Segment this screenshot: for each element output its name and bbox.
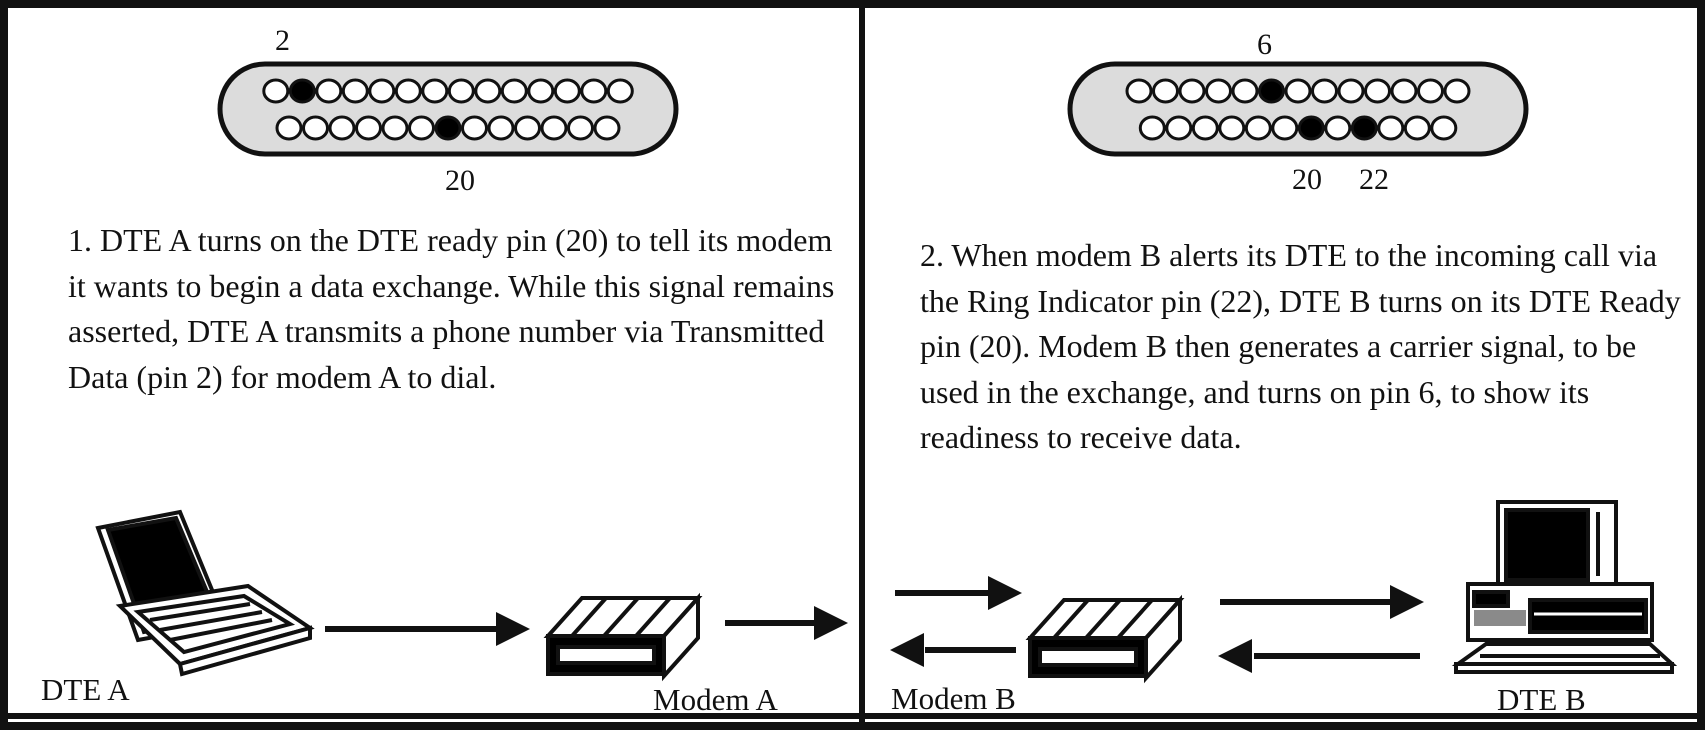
pin xyxy=(580,78,608,104)
connector-pin-label-top: 2 xyxy=(275,24,290,57)
pin xyxy=(408,115,435,141)
step-2-description: 2. When modem B alerts its DTE to the in… xyxy=(920,237,1681,455)
modem-label: Modem A xyxy=(653,682,778,717)
pin xyxy=(474,78,502,104)
terminal-label: DTE B xyxy=(1497,682,1586,717)
arrow-modem-a-out xyxy=(725,606,848,640)
arrow-incoming-to-modem-b xyxy=(895,576,1022,610)
pin xyxy=(302,115,329,141)
pin xyxy=(1403,115,1431,141)
db25-connector-left xyxy=(217,61,679,157)
pin xyxy=(1284,78,1312,104)
laptop-icon xyxy=(95,509,315,677)
pin xyxy=(500,78,528,104)
pin xyxy=(1218,115,1246,141)
modem-icon xyxy=(543,592,703,682)
connector-pin-label-bottom: 20 xyxy=(1292,163,1322,196)
pin-row-top xyxy=(262,78,634,104)
pin xyxy=(315,78,343,104)
step-1-description: 1. DTE A turns on the DTE ready pin (20)… xyxy=(68,222,835,395)
pin xyxy=(487,115,515,141)
modem-icon xyxy=(1025,594,1185,684)
pin xyxy=(606,78,634,104)
connector-pin-label-bottom: 22 xyxy=(1359,163,1389,196)
pin-row-bottom xyxy=(1138,115,1458,141)
pin-active xyxy=(1350,115,1378,141)
pin xyxy=(553,78,581,104)
pin xyxy=(421,78,449,104)
pin xyxy=(1430,115,1458,141)
pin xyxy=(447,78,475,104)
pin xyxy=(1191,115,1219,141)
pin-row-bottom xyxy=(275,115,621,141)
pin-active xyxy=(288,78,316,104)
pin xyxy=(328,115,356,141)
pin xyxy=(567,115,594,141)
pin xyxy=(262,78,290,104)
pin xyxy=(540,115,568,141)
pin xyxy=(1390,78,1418,104)
pin xyxy=(275,115,303,141)
pin xyxy=(1417,78,1444,104)
db25-connector-right xyxy=(1067,61,1529,157)
pin-active xyxy=(434,115,462,141)
panel-step-1: 2 20 1. DTE A turns on the DTE ready pin… xyxy=(8,8,860,730)
pin-active xyxy=(1258,78,1285,104)
connector-pin-label-bottom: 20 xyxy=(445,164,475,197)
pin xyxy=(394,78,422,104)
pin xyxy=(355,115,382,141)
panel-step-2: 6 20 22 2. When modem B alerts its DTE t… xyxy=(863,8,1697,730)
modem-label: Modem B xyxy=(891,681,1016,716)
pin xyxy=(1311,78,1338,104)
pin xyxy=(1244,115,1272,141)
pin xyxy=(593,115,621,141)
arrow-dte-b-to-modem-b xyxy=(1218,639,1420,673)
pin xyxy=(1324,115,1352,141)
pin xyxy=(381,115,409,141)
pin xyxy=(1364,78,1391,104)
pin xyxy=(1165,115,1193,141)
pin xyxy=(1271,115,1299,141)
pin-active xyxy=(1297,115,1325,141)
terminal-label: DTE A xyxy=(41,672,130,707)
pin xyxy=(514,115,541,141)
connector-pin-label-top: 6 xyxy=(1257,28,1272,61)
pin xyxy=(1337,78,1365,104)
pin xyxy=(341,78,369,104)
pin xyxy=(1138,115,1166,141)
pin xyxy=(527,78,555,104)
pin xyxy=(1443,78,1471,104)
arrow-dte-a-to-modem-a xyxy=(325,612,530,646)
pin-row-top xyxy=(1125,78,1471,104)
arrow-modem-b-to-dte-b xyxy=(1220,585,1424,619)
pin xyxy=(1152,78,1179,104)
arrow-modem-b-outgoing xyxy=(890,633,1016,667)
pin xyxy=(1231,78,1259,104)
pin xyxy=(1178,78,1206,104)
pin xyxy=(368,78,396,104)
pin xyxy=(1377,115,1405,141)
desktop-computer-icon xyxy=(1451,500,1678,674)
pin xyxy=(461,115,488,141)
pin xyxy=(1205,78,1232,104)
pin xyxy=(1125,78,1153,104)
